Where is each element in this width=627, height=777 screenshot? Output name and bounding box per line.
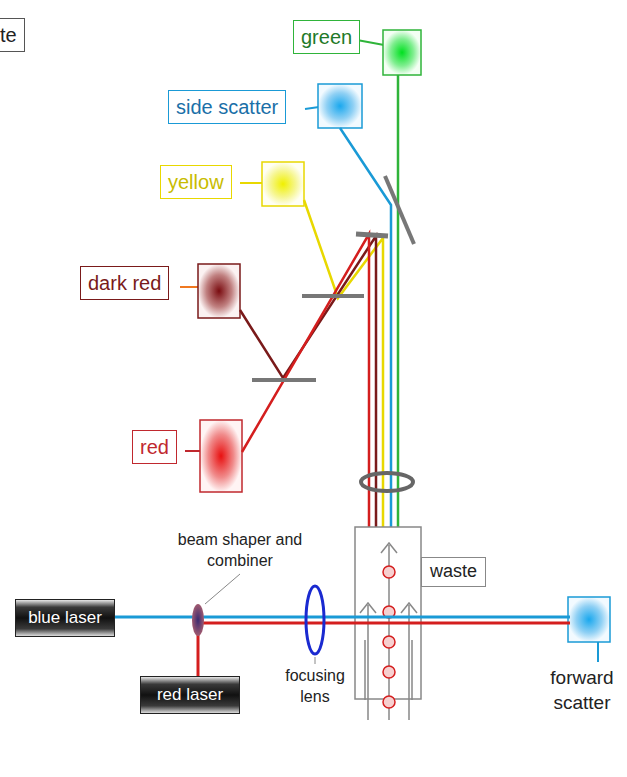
label-text: te (0, 24, 17, 46)
label-text: yellow (168, 171, 224, 193)
annotation-label: forward scatter (542, 666, 622, 715)
annotation-label: beam shaper and combiner (175, 530, 305, 572)
label-text: side scatter (176, 96, 278, 118)
laser-source: blue laser (15, 599, 115, 637)
detector-label: waste (421, 557, 486, 587)
detector-label: green (293, 20, 360, 54)
label-text: dark red (88, 272, 161, 294)
detector-label: red (132, 430, 177, 464)
detector-label: yellow (160, 165, 232, 199)
label-text: blue laser (28, 608, 102, 627)
detector-label: te (0, 18, 25, 52)
laser-source: red laser (140, 676, 240, 714)
detector-label: side scatter (168, 90, 286, 124)
detector-label: dark red (80, 266, 169, 300)
label-text: green (301, 26, 352, 48)
label-text: red (140, 436, 169, 458)
label-text: waste (430, 561, 477, 581)
annotation-label: focusing lens (275, 666, 355, 708)
label-text: red laser (157, 685, 223, 704)
